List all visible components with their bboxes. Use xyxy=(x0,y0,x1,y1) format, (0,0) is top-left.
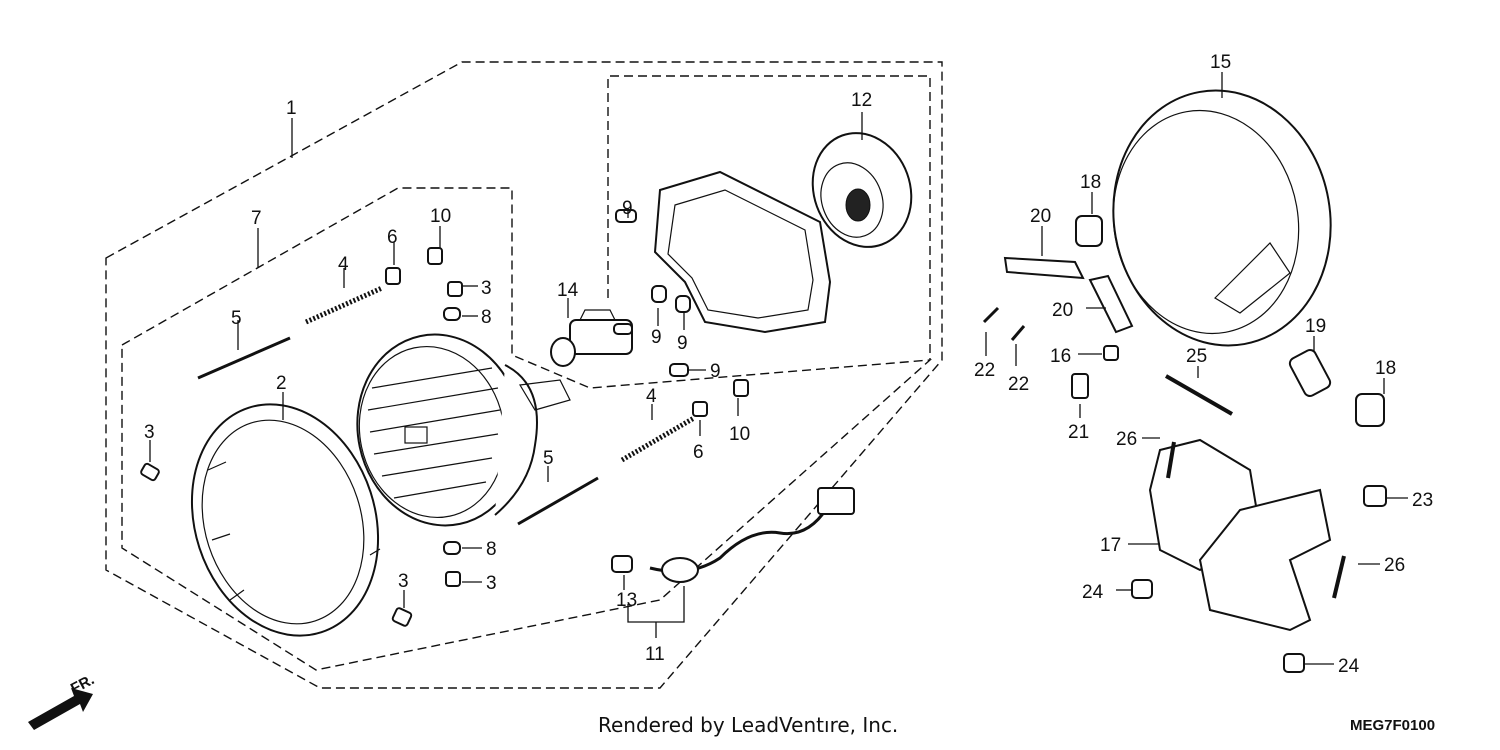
callout-23: 23 xyxy=(1412,490,1433,511)
callout-6-bottom: 6 xyxy=(693,442,704,463)
bulb-part xyxy=(550,309,633,367)
callout-labels: 1 7 10 6 4 3 8 5 2 3 14 9 9 9 9 12 4 10 … xyxy=(144,52,1433,677)
callout-16: 16 xyxy=(1050,346,1071,367)
callout-24-left: 24 xyxy=(1082,582,1104,603)
callout-20-mid: 20 xyxy=(1052,300,1073,321)
callout-10-bottom: 10 xyxy=(729,424,750,445)
callout-1: 1 xyxy=(286,98,297,119)
callout-26-left: 26 xyxy=(1116,429,1137,450)
callout-2: 2 xyxy=(276,373,287,394)
callout-12: 12 xyxy=(851,90,872,111)
callout-8-lower: 8 xyxy=(486,539,497,560)
callout-5-bottom: 5 xyxy=(543,448,554,469)
callout-9-top: 9 xyxy=(622,198,633,219)
callout-25: 25 xyxy=(1186,346,1207,367)
callout-3-left: 3 xyxy=(144,422,155,443)
callout-22-left: 22 xyxy=(974,360,995,381)
callout-19: 19 xyxy=(1305,316,1326,337)
callout-26-right: 26 xyxy=(1384,555,1405,576)
callout-3-lower: 3 xyxy=(486,573,497,594)
callout-10-top: 10 xyxy=(430,206,451,227)
dust-cover-part xyxy=(811,132,913,248)
callout-9-left: 9 xyxy=(651,327,662,348)
callout-3-upper: 3 xyxy=(481,278,492,299)
callout-22-right: 22 xyxy=(1008,374,1029,395)
callout-17: 17 xyxy=(1100,535,1121,556)
assembly-1-boundary xyxy=(105,61,943,689)
rendered-by-credit: Rendered by LeadVentıre, Inc. xyxy=(598,713,898,737)
front-marker: FR. xyxy=(68,671,97,697)
callout-7: 7 xyxy=(251,208,262,229)
mounting-bracket-part xyxy=(653,170,832,334)
wire-harness-part xyxy=(649,487,855,583)
callout-8-upper: 8 xyxy=(481,307,492,328)
callout-9-right: 9 xyxy=(710,361,721,382)
callout-4-top: 4 xyxy=(338,254,349,275)
diagram-code: MEG7F0100 xyxy=(1350,717,1435,734)
callout-18-right: 18 xyxy=(1375,358,1396,379)
headlight-rim-part xyxy=(190,403,381,637)
small-fasteners xyxy=(140,209,749,627)
callout-20-top: 20 xyxy=(1030,206,1051,227)
mounting-brackets-right xyxy=(982,215,1387,673)
callout-24-right: 24 xyxy=(1338,656,1360,677)
callout-21: 21 xyxy=(1068,422,1089,443)
callout-5-top: 5 xyxy=(231,308,242,329)
front-direction-arrow-icon: FR. xyxy=(28,671,97,730)
callout-18-top: 18 xyxy=(1080,172,1101,193)
headlight-unit-part xyxy=(356,333,571,527)
callout-11: 11 xyxy=(645,644,665,665)
assembly-7-boundary xyxy=(121,187,933,671)
callout-6-top: 6 xyxy=(387,227,398,248)
callout-4-bottom: 4 xyxy=(646,386,657,407)
assembly-12-boundary xyxy=(607,75,931,360)
callout-3-bottom: 3 xyxy=(398,571,409,592)
headlight-case-part xyxy=(1112,89,1332,347)
leader-lines xyxy=(149,72,1408,665)
callout-9-mid: 9 xyxy=(677,333,688,354)
callout-14: 14 xyxy=(557,280,579,301)
adjuster-bolts xyxy=(197,285,696,526)
callout-15: 15 xyxy=(1210,52,1231,73)
callout-13: 13 xyxy=(616,590,637,611)
